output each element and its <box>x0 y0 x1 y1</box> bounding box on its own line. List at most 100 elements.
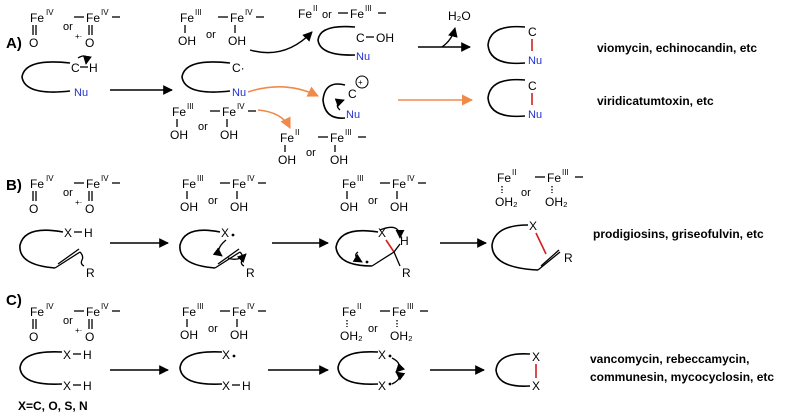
panel-c-substrate: X H X H <box>19 348 92 393</box>
panel-a-substrate: C H Nu <box>21 55 98 99</box>
svg-text:C: C <box>528 79 537 93</box>
svg-text:IV: IV <box>245 8 253 17</box>
svg-text:Fe: Fe <box>392 305 406 319</box>
arrow-a-rebound <box>249 31 313 54</box>
svg-text:Fe: Fe <box>86 177 100 191</box>
svg-text:OH: OH <box>170 128 188 142</box>
svg-text:III: III <box>407 302 414 311</box>
panel-c-int1: Fe III OH or Fe IV OH <box>180 302 266 342</box>
svg-text:or: or <box>368 195 378 207</box>
svg-text:Fe: Fe <box>86 305 100 319</box>
svg-text:III: III <box>195 8 202 17</box>
svg-text:H: H <box>83 348 92 362</box>
svg-text:Nu: Nu <box>232 87 246 99</box>
svg-text:Fe: Fe <box>182 177 196 191</box>
svg-text:R: R <box>246 266 255 280</box>
svg-text:X: X <box>378 348 386 362</box>
svg-text:OH: OH <box>330 153 348 167</box>
svg-text:IV: IV <box>101 174 109 183</box>
svg-text:II: II <box>512 168 516 177</box>
svg-text:H₂O: H₂O <box>448 9 471 23</box>
svg-text:IV: IV <box>247 174 255 183</box>
svg-text:R: R <box>564 251 573 265</box>
panel-b-reduced: Fe II OH₂ or Fe III OH₂ <box>495 168 583 209</box>
svg-text:II: II <box>313 4 317 13</box>
svg-text:II: II <box>357 302 361 311</box>
svg-text:R: R <box>402 266 411 280</box>
panel-a-alcohol: C OH Nu <box>317 25 394 63</box>
panel-a-label: A) <box>6 35 22 52</box>
panel-b-int1: Fe III OH or Fe IV OH <box>180 174 266 214</box>
svg-text:Nu: Nu <box>528 109 542 121</box>
svg-text:C: C <box>356 31 365 45</box>
svg-text:OH: OH <box>230 200 248 214</box>
svg-text:OH: OH <box>228 34 246 48</box>
svg-text:+·: +· <box>75 32 82 41</box>
svg-text:OH₂: OH₂ <box>495 195 518 209</box>
panel-a-cation: C + Nu <box>322 75 369 121</box>
svg-text:or: or <box>208 195 218 207</box>
svg-text:Fe: Fe <box>298 7 312 21</box>
svg-text:OH₂: OH₂ <box>340 329 363 343</box>
panel-c-x-note: X=C, O, S, N <box>18 399 88 413</box>
svg-text:IV: IV <box>46 174 54 183</box>
svg-text:or: or <box>198 121 208 133</box>
svg-text:Fe: Fe <box>222 105 236 119</box>
panel-b-cyclized-radical: X H R <box>335 226 411 280</box>
svg-text:Fe: Fe <box>172 105 186 119</box>
svg-text:Fe: Fe <box>392 177 406 191</box>
svg-text:X: X <box>222 379 230 393</box>
svg-text:X: X <box>529 219 537 233</box>
svg-text:IV: IV <box>407 174 415 183</box>
svg-text:III: III <box>365 4 372 13</box>
panel-b-label: B) <box>6 177 22 194</box>
svg-text:or: or <box>208 323 218 335</box>
svg-text:III: III <box>357 174 364 183</box>
panel-a-dehydration: H₂O <box>418 9 471 52</box>
panel-c-radical: X X H <box>179 348 251 393</box>
panel-b-oxidant: Fe IV O or +· Fe IV O <box>29 174 120 216</box>
panel-b-radical: X R <box>179 226 255 280</box>
svg-text:C: C <box>348 87 357 101</box>
panel-b-product: X R <box>491 219 573 271</box>
svg-text:Fe: Fe <box>280 131 294 145</box>
panel-c-product: X X <box>495 350 540 393</box>
svg-text:H: H <box>83 379 92 393</box>
svg-text:X: X <box>532 350 540 364</box>
panel-c-examples-1: vancomycin, rebeccamycin, <box>590 352 749 366</box>
svg-text:Fe: Fe <box>180 11 194 25</box>
svg-text:Nu: Nu <box>346 109 360 121</box>
panel-b-int2: Fe III OH or Fe IV OH <box>340 174 426 214</box>
svg-text:OH: OH <box>278 153 296 167</box>
panel-c-oxidant: Fe IV O or +· Fe IV O <box>29 302 120 344</box>
svg-text:Fe: Fe <box>30 177 44 191</box>
svg-text:H: H <box>89 61 98 75</box>
svg-text:X: X <box>221 226 229 240</box>
svg-text:Nu: Nu <box>74 87 88 99</box>
svg-text:X: X <box>378 226 386 240</box>
svg-text:X: X <box>63 348 71 362</box>
svg-text:O: O <box>85 36 94 50</box>
svg-text:Fe: Fe <box>86 11 100 25</box>
svg-text:Fe: Fe <box>30 305 44 319</box>
panel-a-reduced-top: Fe II or Fe III <box>298 4 386 21</box>
svg-text:Fe: Fe <box>230 11 244 25</box>
svg-text:Fe: Fe <box>182 305 196 319</box>
svg-text:C: C <box>71 61 80 75</box>
panel-a-int1: Fe III OH or Fe IV OH <box>178 8 264 48</box>
orange-arrow-2 <box>257 109 291 130</box>
panel-c-label: C) <box>6 292 22 309</box>
svg-text:X: X <box>63 379 71 393</box>
svg-text:or: or <box>322 9 332 21</box>
panel-c-examples-2: communesin, mycocyclosin, etc <box>590 370 774 384</box>
svg-text:III: III <box>345 128 352 137</box>
svg-text:C·: C· <box>232 61 245 75</box>
panel-a-examples-bottom: viridicatumtoxin, etc <box>597 94 714 108</box>
svg-text:Fe: Fe <box>232 305 246 319</box>
svg-text:Fe: Fe <box>350 7 364 21</box>
svg-text:OH₂: OH₂ <box>545 195 568 209</box>
svg-text:Fe: Fe <box>342 177 356 191</box>
svg-text:OH₂: OH₂ <box>390 329 413 343</box>
svg-text:IV: IV <box>247 302 255 311</box>
